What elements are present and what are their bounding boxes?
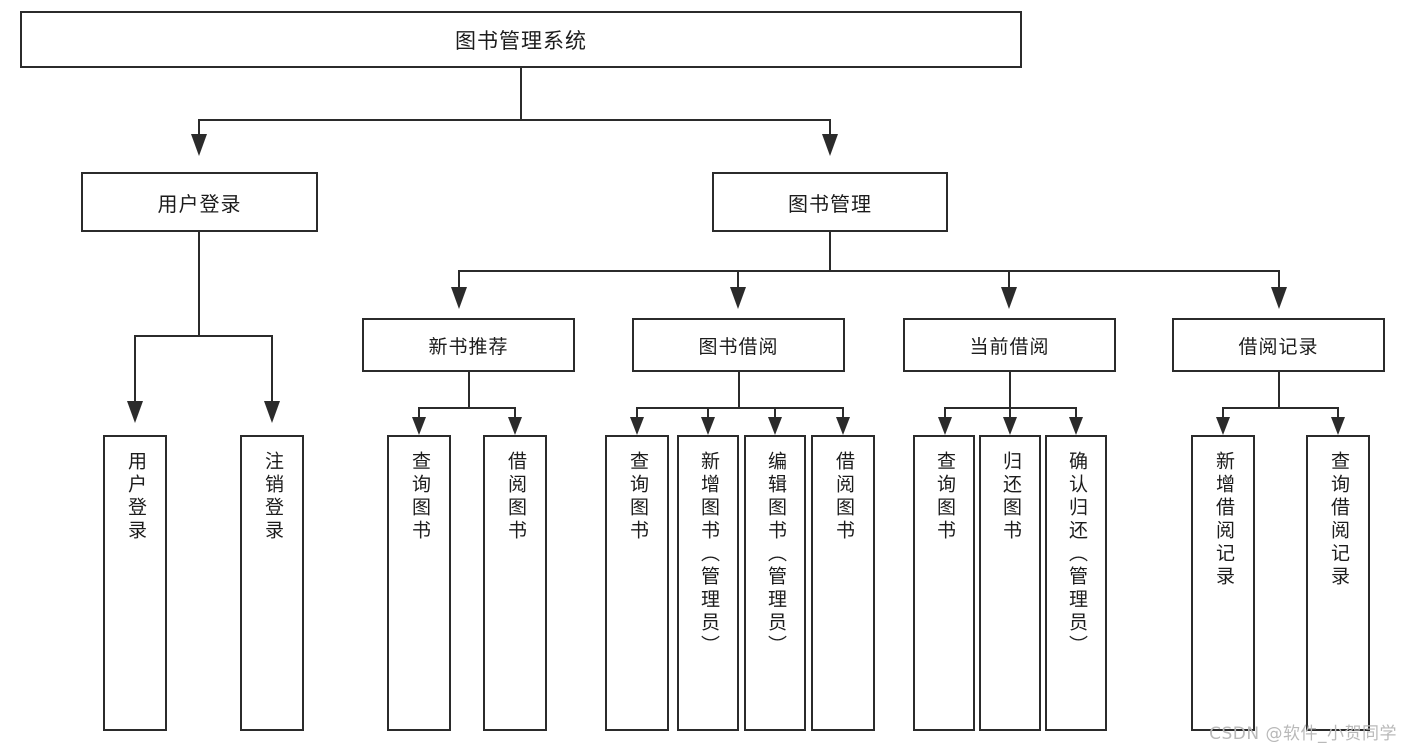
connector-level1-drop-left bbox=[198, 119, 200, 136]
connector-bookborrow-bus bbox=[636, 407, 844, 409]
leaf-confirm-return-admin[interactable]: 确认归还（管理员） bbox=[1045, 435, 1107, 731]
leaf-add-borrow-record[interactable]: 新增借阅记录 bbox=[1191, 435, 1255, 731]
connector-currentborrow-drop-1 bbox=[944, 407, 946, 419]
leaf-label: 确认归还（管理员） bbox=[1065, 451, 1088, 658]
leaf-label: 用户登录 bbox=[124, 451, 147, 543]
leaf-label: 借阅图书 bbox=[504, 451, 527, 543]
connector-borrowrecord-drop-2 bbox=[1337, 407, 1339, 419]
leaf-label: 注销登录 bbox=[261, 451, 284, 543]
node-current-borrow[interactable]: 当前借阅 bbox=[903, 318, 1116, 372]
leaf-label: 新增图书（管理员） bbox=[697, 451, 720, 658]
leaf-label: 新增借阅记录 bbox=[1212, 451, 1235, 589]
connector-newbook-drop-1 bbox=[418, 407, 420, 419]
arrow-to-current-borrow bbox=[1001, 287, 1017, 309]
connector-bookborrow-drop-4 bbox=[842, 407, 844, 419]
connector-userlogin-drop-2 bbox=[271, 335, 273, 403]
connector-newbook-drop-2 bbox=[514, 407, 516, 419]
node-root-system[interactable]: 图书管理系统 bbox=[20, 11, 1022, 68]
leaf-query-book-current[interactable]: 查询图书 bbox=[913, 435, 975, 731]
node-label: 借阅记录 bbox=[1238, 335, 1319, 358]
connector-level1-drop-right bbox=[829, 119, 831, 136]
connector-level2-bus bbox=[458, 270, 1280, 272]
node-label: 图书管理 bbox=[788, 191, 872, 216]
leaf-label: 查询图书 bbox=[408, 451, 431, 543]
connector-userlogin-bus bbox=[134, 335, 272, 337]
connector-newbook-bus bbox=[418, 407, 516, 409]
node-borrow-record[interactable]: 借阅记录 bbox=[1172, 318, 1385, 372]
leaf-borrow-book[interactable]: 借阅图书 bbox=[811, 435, 875, 731]
arrow-to-leaf-edit-book bbox=[768, 417, 782, 435]
leaf-query-book-recommend[interactable]: 查询图书 bbox=[387, 435, 451, 731]
leaf-logout[interactable]: 注销登录 bbox=[240, 435, 304, 731]
leaf-label: 编辑图书（管理员） bbox=[764, 451, 787, 658]
connector-root-stem bbox=[520, 68, 522, 120]
arrow-to-leaf-borrow-book-2 bbox=[836, 417, 850, 435]
node-label: 图书管理系统 bbox=[455, 28, 587, 53]
connector-userlogin-drop-1 bbox=[134, 335, 136, 403]
arrow-to-borrow-record bbox=[1271, 287, 1287, 309]
connector-level1-bus bbox=[198, 119, 831, 121]
connector-userlogin-stem bbox=[198, 232, 200, 336]
arrow-to-leaf-add-record bbox=[1216, 417, 1230, 435]
arrow-to-leaf-logout bbox=[264, 401, 280, 423]
connector-level2-drop-4 bbox=[1278, 270, 1280, 289]
arrow-to-new-book-recommend bbox=[451, 287, 467, 309]
connector-borrowrecord-stem bbox=[1278, 372, 1280, 409]
leaf-label: 查询图书 bbox=[626, 451, 649, 543]
leaf-label: 查询图书 bbox=[933, 451, 956, 543]
leaf-add-book-admin[interactable]: 新增图书（管理员） bbox=[677, 435, 739, 731]
leaf-label: 借阅图书 bbox=[832, 451, 855, 543]
connector-bookborrow-drop-3 bbox=[774, 407, 776, 419]
arrow-to-leaf-borrow-book-1 bbox=[508, 417, 522, 435]
node-label: 用户登录 bbox=[157, 191, 242, 216]
arrow-to-leaf-query-book-2 bbox=[630, 417, 644, 435]
node-label: 图书借阅 bbox=[698, 335, 779, 358]
node-label: 当前借阅 bbox=[969, 335, 1050, 358]
connector-bookmanage-stem bbox=[829, 232, 831, 272]
arrow-to-leaf-confirm-return bbox=[1069, 417, 1083, 435]
leaf-user-login[interactable]: 用户登录 bbox=[103, 435, 167, 731]
leaf-edit-book-admin[interactable]: 编辑图书（管理员） bbox=[744, 435, 806, 731]
connector-level2-drop-2 bbox=[737, 270, 739, 289]
connector-borrowrecord-drop-1 bbox=[1222, 407, 1224, 419]
arrow-to-book-borrow bbox=[730, 287, 746, 309]
node-new-book-recommend[interactable]: 新书推荐 bbox=[362, 318, 575, 372]
leaf-borrow-book-recommend[interactable]: 借阅图书 bbox=[483, 435, 547, 731]
leaf-query-book-borrow[interactable]: 查询图书 bbox=[605, 435, 669, 731]
connector-bookborrow-drop-2 bbox=[707, 407, 709, 419]
arrow-to-leaf-user-login bbox=[127, 401, 143, 423]
leaf-label: 查询借阅记录 bbox=[1327, 451, 1350, 589]
node-book-borrow[interactable]: 图书借阅 bbox=[632, 318, 845, 372]
arrow-to-book-manage bbox=[822, 134, 838, 156]
connector-level2-drop-3 bbox=[1008, 270, 1010, 289]
arrow-to-leaf-return-book bbox=[1003, 417, 1017, 435]
arrow-to-user-login bbox=[191, 134, 207, 156]
connector-currentborrow-drop-3 bbox=[1075, 407, 1077, 419]
leaf-return-book[interactable]: 归还图书 bbox=[979, 435, 1041, 731]
arrow-to-leaf-query-book-3 bbox=[938, 417, 952, 435]
leaf-label: 归还图书 bbox=[999, 451, 1022, 543]
connector-currentborrow-drop-2 bbox=[1009, 407, 1011, 419]
connector-currentborrow-stem bbox=[1009, 372, 1011, 409]
arrow-to-leaf-add-book bbox=[701, 417, 715, 435]
connector-borrowrecord-bus bbox=[1222, 407, 1339, 409]
connector-bookborrow-drop-1 bbox=[636, 407, 638, 419]
leaf-query-borrow-record[interactable]: 查询借阅记录 bbox=[1306, 435, 1370, 731]
arrow-to-leaf-query-book-1 bbox=[412, 417, 426, 435]
arrow-to-leaf-query-record bbox=[1331, 417, 1345, 435]
node-user-login[interactable]: 用户登录 bbox=[81, 172, 318, 232]
node-label: 新书推荐 bbox=[428, 335, 509, 358]
connector-newbook-stem bbox=[468, 372, 470, 409]
connector-level2-drop-1 bbox=[458, 270, 460, 289]
node-book-manage[interactable]: 图书管理 bbox=[712, 172, 948, 232]
connector-bookborrow-stem bbox=[738, 372, 740, 409]
